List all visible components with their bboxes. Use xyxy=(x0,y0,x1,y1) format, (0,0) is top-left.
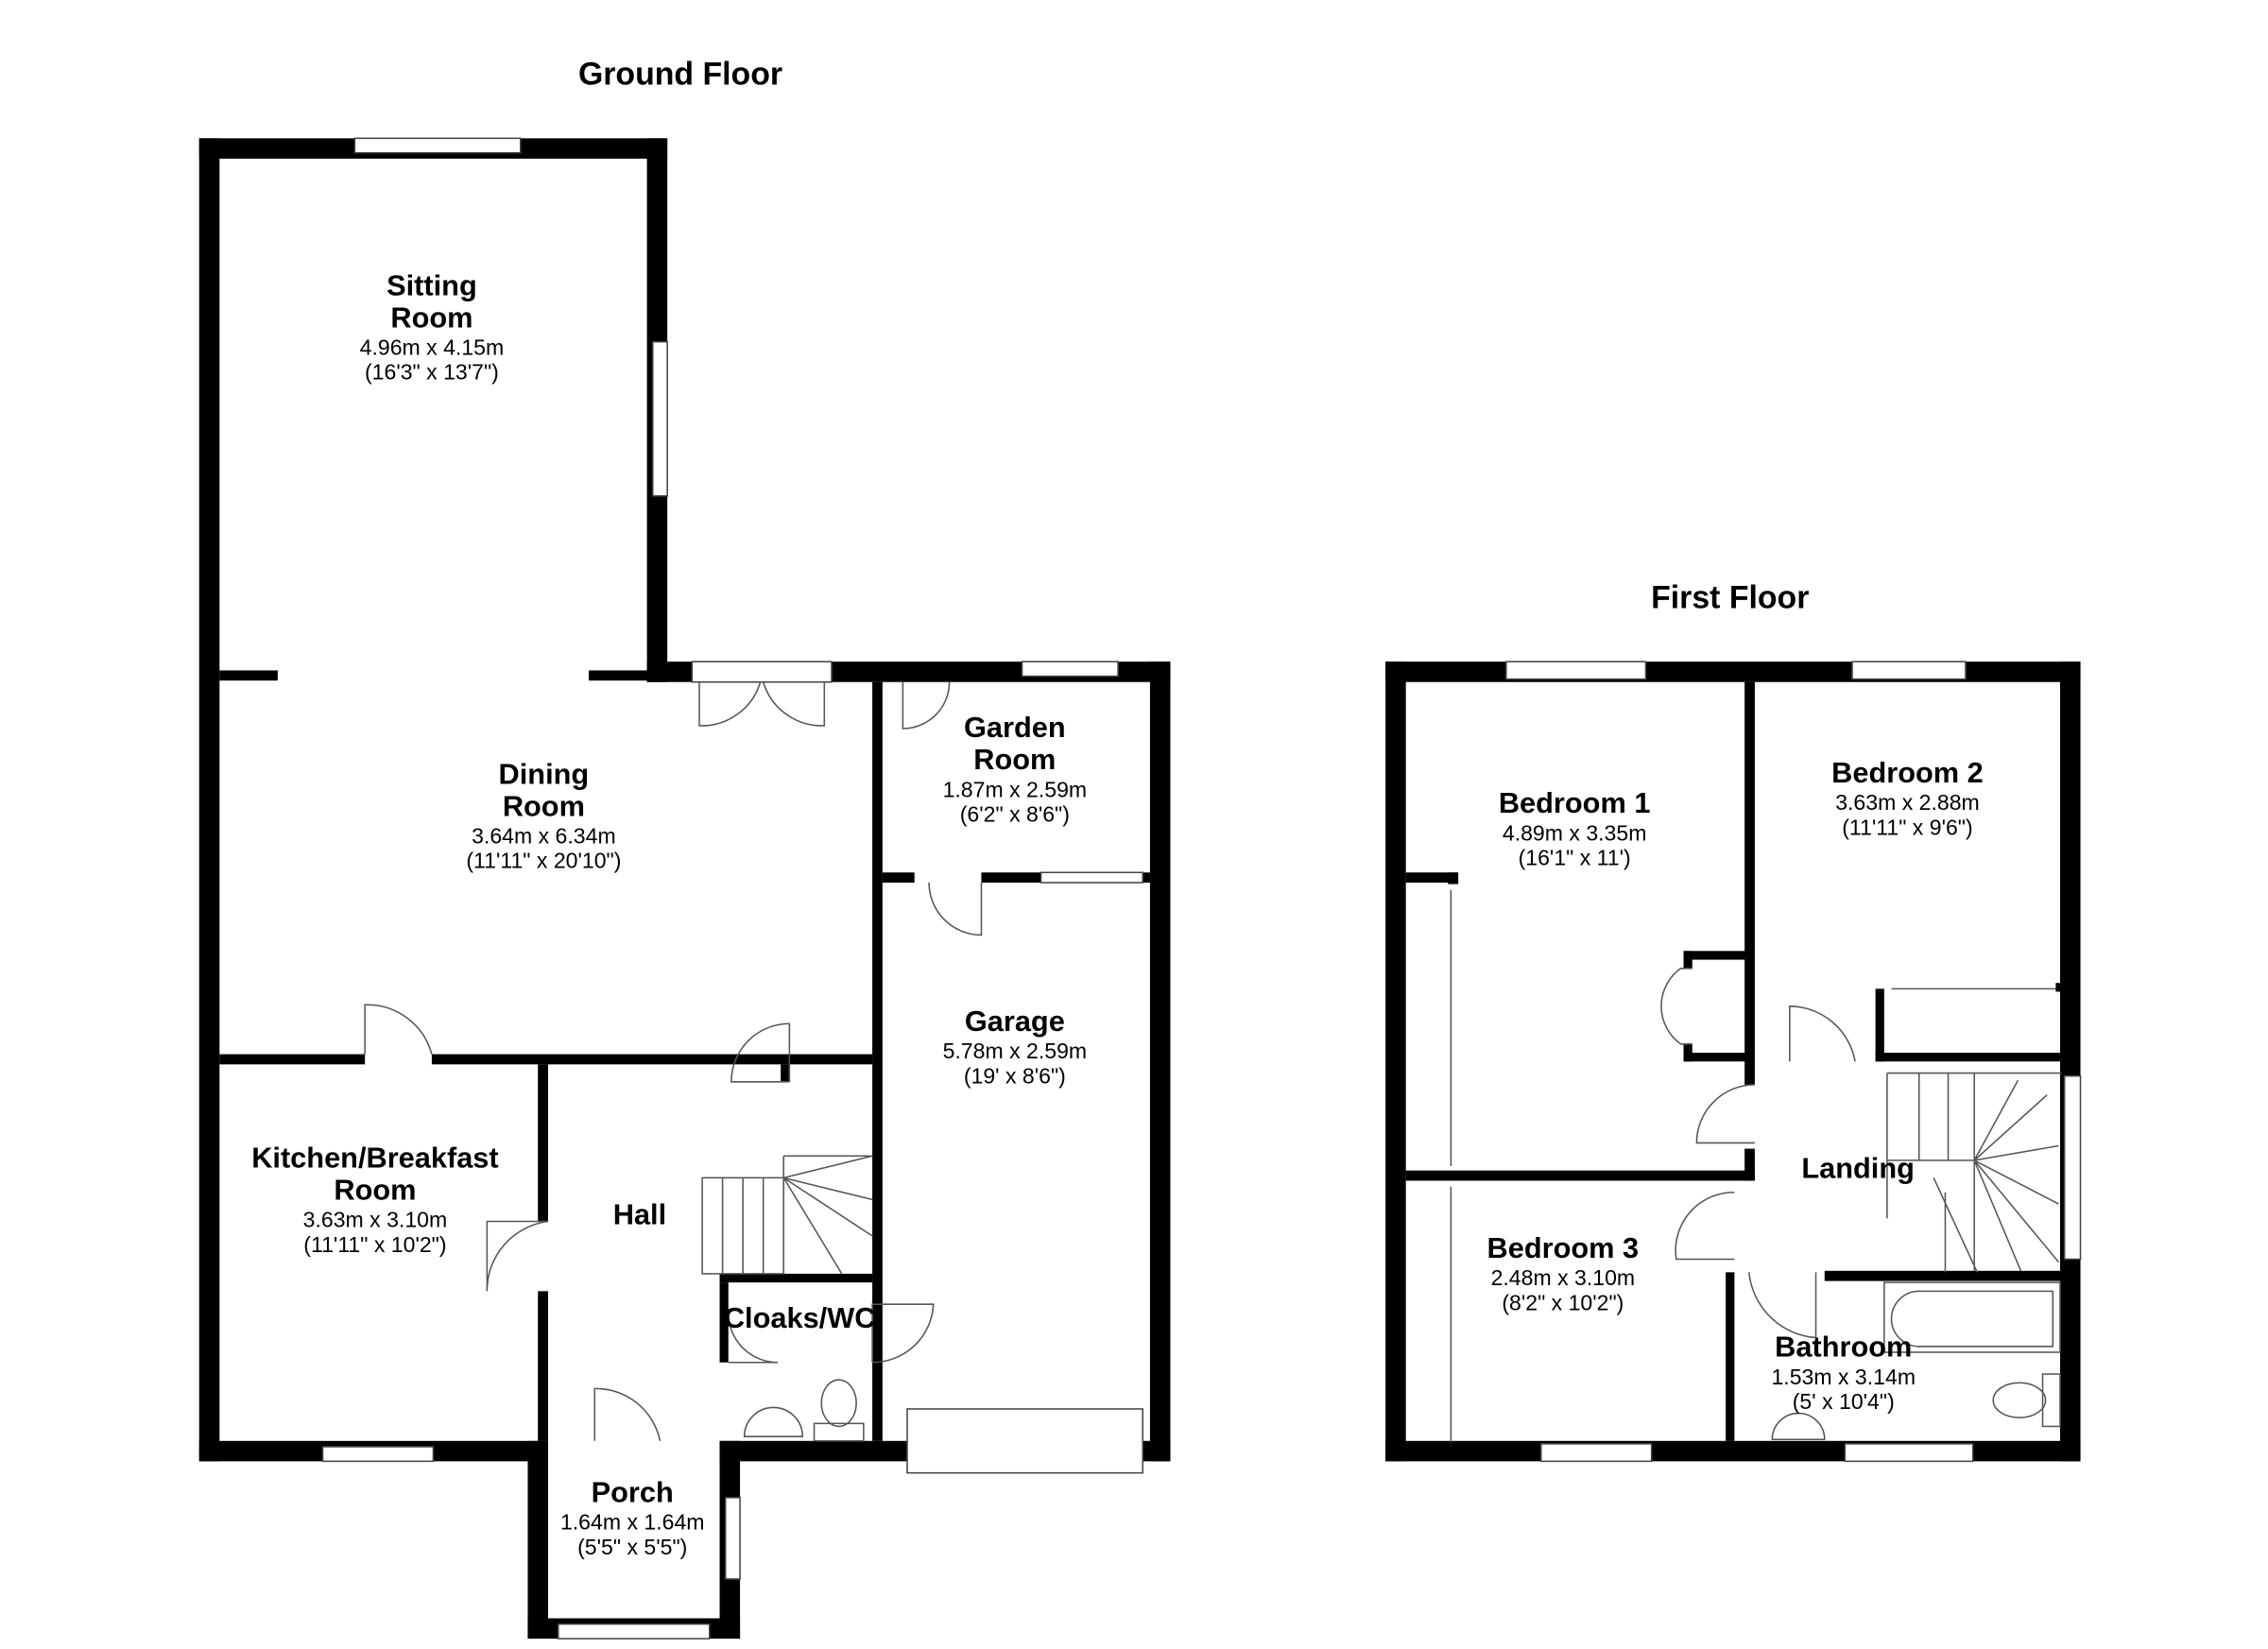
svg-text:Sitting: Sitting xyxy=(387,269,477,302)
svg-text:(11'11" x 20'10"): (11'11" x 20'10") xyxy=(466,849,621,873)
svg-text:4.89m x 3.35m: 4.89m x 3.35m xyxy=(1503,820,1647,845)
svg-text:(5'5" x 5'5"): (5'5" x 5'5") xyxy=(577,1535,687,1559)
svg-text:1.87m x 2.59m: 1.87m x 2.59m xyxy=(943,777,1088,801)
svg-text:(16'1" x 11'): (16'1" x 11') xyxy=(1519,846,1631,870)
first-floor-windows xyxy=(1505,661,2082,1463)
room-label-bedroom-2: Bedroom 2 3.63m x 2.88m (11'11" x 9'6") xyxy=(1831,756,1984,839)
svg-text:Porch: Porch xyxy=(592,1475,674,1508)
svg-text:Garage: Garage xyxy=(965,1005,1065,1038)
ground-floor-windows xyxy=(321,137,1144,1640)
svg-text:1.64m x 1.64m: 1.64m x 1.64m xyxy=(560,1510,705,1535)
room-label-bathroom: Bathroom 1.53m x 3.14m (5' x 10'4") xyxy=(1771,1331,1916,1414)
first-floor-fixtures xyxy=(1771,1281,2061,1441)
room-label-landing: Landing xyxy=(1801,1151,1915,1184)
ground-floor-title: Ground Floor xyxy=(578,56,782,92)
first-floor-stairs xyxy=(1886,1072,2062,1273)
room-label-sitting-room: Sitting Room 4.96m x 4.15m (16'3" x 13'7… xyxy=(360,269,505,385)
svg-text:1.53m x 3.14m: 1.53m x 3.14m xyxy=(1771,1365,1916,1389)
svg-text:Room: Room xyxy=(334,1173,416,1206)
svg-text:Room: Room xyxy=(973,743,1056,776)
svg-text:3.63m x 3.10m: 3.63m x 3.10m xyxy=(303,1208,448,1232)
svg-text:5.78m x 2.59m: 5.78m x 2.59m xyxy=(943,1039,1088,1063)
room-label-kitchen: Kitchen/Breakfast Room 3.63m x 3.10m (11… xyxy=(251,1142,498,1257)
svg-text:(19' x 8'6"): (19' x 8'6") xyxy=(964,1063,1066,1088)
svg-text:Bedroom 3: Bedroom 3 xyxy=(1487,1231,1640,1264)
svg-text:Room: Room xyxy=(390,301,472,334)
svg-text:(6'2" x 8'6"): (6'2" x 8'6") xyxy=(960,801,1070,826)
svg-text:Room: Room xyxy=(503,789,585,822)
room-label-garage: Garage 5.78m x 2.59m (19' x 8'6") xyxy=(943,1005,1088,1088)
svg-text:Dining: Dining xyxy=(499,757,590,790)
svg-text:Bedroom 2: Bedroom 2 xyxy=(1831,756,1984,789)
first-floor-title: First Floor xyxy=(1651,579,1809,615)
svg-text:(8'2" x 10'2"): (8'2" x 10'2") xyxy=(1502,1290,1624,1314)
first-floor-labels: Bedroom 1 4.89m x 3.35m (16'1" x 11') Be… xyxy=(1487,756,1984,1414)
svg-text:4.96m x 4.15m: 4.96m x 4.15m xyxy=(360,335,505,360)
room-label-cloaks-wc: Cloaks/WC xyxy=(724,1301,876,1334)
svg-text:2.48m x 3.10m: 2.48m x 3.10m xyxy=(1491,1265,1636,1290)
room-label-garden-room: Garden Room 1.87m x 2.59m (6'2" x 8'6") xyxy=(943,711,1088,826)
svg-text:(16'3" x 13'7"): (16'3" x 13'7") xyxy=(365,360,499,385)
ground-floor-stairs xyxy=(701,1155,873,1275)
ground-floor-plan: Ground Floor xyxy=(198,56,1171,1640)
svg-text:(5' x 10'4"): (5' x 10'4") xyxy=(1793,1389,1895,1414)
room-label-dining-room: Dining Room 3.64m x 6.34m (11'11" x 20'1… xyxy=(466,757,621,872)
svg-text:(11'11" x 10'2"): (11'11" x 10'2") xyxy=(303,1232,446,1257)
svg-text:Bedroom 1: Bedroom 1 xyxy=(1499,786,1651,819)
room-label-bedroom-3: Bedroom 3 2.48m x 3.10m (8'2" x 10'2") xyxy=(1487,1231,1640,1314)
first-floor-plan: First Floor xyxy=(1385,579,2082,1463)
ground-floor-doors xyxy=(364,681,983,1441)
svg-text:Kitchen/Breakfast: Kitchen/Breakfast xyxy=(251,1142,498,1175)
svg-text:3.63m x 2.88m: 3.63m x 2.88m xyxy=(1835,790,1980,815)
first-floor-doors xyxy=(1450,889,2056,1443)
ground-floor-labels: Sitting Room 4.96m x 4.15m (16'3" x 13'7… xyxy=(251,269,1087,1559)
room-label-porch: Porch 1.64m x 1.64m (5'5" x 5'5") xyxy=(560,1475,705,1558)
svg-text:3.64m x 6.34m: 3.64m x 6.34m xyxy=(472,823,616,848)
svg-text:Bathroom: Bathroom xyxy=(1775,1331,1912,1364)
ground-floor-fixtures xyxy=(743,1379,865,1442)
room-label-bedroom-1: Bedroom 1 4.89m x 3.35m (16'1" x 11') xyxy=(1499,786,1651,869)
svg-text:Garden: Garden xyxy=(964,711,1066,744)
svg-text:(11'11" x 9'6"): (11'11" x 9'6") xyxy=(1842,815,1972,839)
room-label-hall: Hall xyxy=(613,1198,666,1231)
